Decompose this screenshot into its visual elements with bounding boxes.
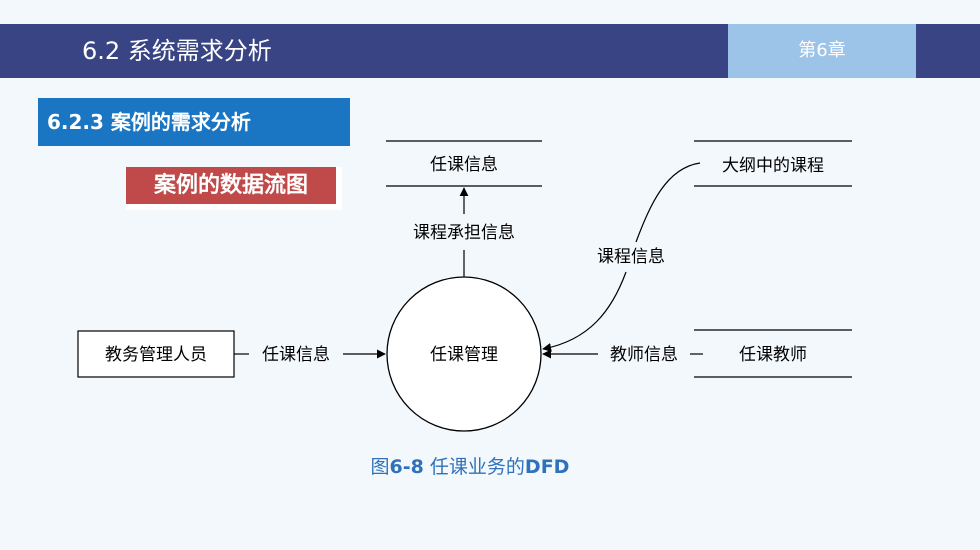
slide-header: 6.2 系统需求分析 第6章 (0, 24, 980, 78)
header-title: 6.2 系统需求分析 (82, 37, 272, 65)
flow-teacher-to-process: 教师信息 (542, 345, 703, 365)
data-store-right-label: 任课教师 (739, 345, 807, 365)
caption-text: 任课业务的 (423, 456, 525, 478)
flow-label-course-assignment: 课程承担信息 (413, 223, 515, 243)
section-label: 6.2.3 案例的需求分析 (38, 98, 350, 146)
process-node: 任课管理 (386, 276, 542, 432)
data-store-top: 任课信息 (386, 140, 542, 187)
figure-caption: 图6-8 任课业务的DFD (0, 452, 940, 479)
data-store-top-label: 任课信息 (430, 155, 498, 175)
process-label: 任课管理 (430, 345, 498, 365)
caption-prefix: 图 (370, 456, 390, 478)
data-store-top-right: 大纲中的课程 (694, 140, 852, 187)
flow-course-to-process: 课程信息 (542, 162, 701, 352)
external-entity: 教务管理人员 (77, 330, 235, 378)
flow-entity-to-process: 任课信息 (234, 345, 386, 365)
data-store-right: 任课教师 (694, 329, 852, 378)
subtitle-box: 案例的数据流图 (126, 167, 342, 210)
data-store-top-right-label: 大纲中的课程 (722, 156, 824, 176)
external-entity-label: 教务管理人员 (105, 345, 207, 365)
caption-suffix: DFD (524, 456, 570, 478)
flow-label-teaching-info: 任课信息 (262, 345, 330, 365)
flow-process-to-top-store: 课程承担信息 (413, 187, 515, 277)
caption-number: 6-8 (389, 456, 424, 478)
flow-label-teacher-info: 教师信息 (610, 345, 678, 365)
flow-label-course-info: 课程信息 (597, 247, 665, 267)
chapter-label: 第6章 (728, 24, 916, 78)
subtitle-label: 案例的数据流图 (126, 167, 336, 204)
